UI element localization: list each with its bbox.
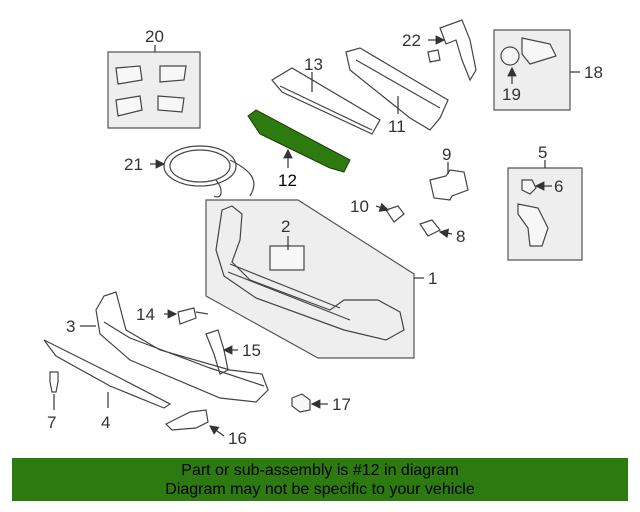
info-banner-line-2: Diagram may not be specific to your vehi… xyxy=(165,481,475,498)
part-9[interactable]: 9 xyxy=(429,145,469,201)
info-banner-line-1: Part or sub-assembly is #12 in diagram xyxy=(181,462,459,479)
part-16[interactable]: 16 xyxy=(164,409,247,448)
callout-13[interactable]: 13 xyxy=(304,55,323,74)
callout-2[interactable]: 2 xyxy=(281,217,290,236)
callout-4[interactable]: 4 xyxy=(101,413,110,432)
callout-8[interactable]: 8 xyxy=(456,227,465,246)
callout-11[interactable]: 11 xyxy=(388,117,406,136)
callout-1[interactable]: 1 xyxy=(428,269,437,288)
part-12-shape[interactable] xyxy=(247,109,351,173)
part-17[interactable]: 17 xyxy=(291,393,351,414)
part-3[interactable]: 3 xyxy=(66,291,269,403)
callout-19[interactable]: 19 xyxy=(502,85,521,104)
part-15[interactable]: 15 xyxy=(205,329,261,375)
callout-3[interactable]: 3 xyxy=(66,317,75,336)
part-20-group: 20 xyxy=(107,27,201,129)
part-21[interactable]: 21 xyxy=(124,145,255,198)
callout-22[interactable]: 22 xyxy=(402,31,421,50)
part-8[interactable]: 8 xyxy=(419,219,465,246)
part-14[interactable]: 14 xyxy=(136,305,209,325)
part-11[interactable]: 11 xyxy=(345,47,449,136)
callout-18[interactable]: 18 xyxy=(584,63,603,82)
callout-15[interactable]: 15 xyxy=(242,341,261,360)
parts-diagram: 20 13 11 12 22 18 19 xyxy=(43,19,603,448)
callout-16[interactable]: 16 xyxy=(228,429,247,448)
part-5-group: 5 6 xyxy=(507,143,583,261)
part-1-group: 1 2 xyxy=(205,199,437,359)
callout-14[interactable]: 14 xyxy=(136,305,155,324)
part-13[interactable]: 13 xyxy=(271,55,381,135)
part-4[interactable]: 4 xyxy=(43,339,172,432)
callout-6[interactable]: 6 xyxy=(554,177,563,196)
callout-7[interactable]: 7 xyxy=(47,413,56,432)
callout-17[interactable]: 17 xyxy=(332,395,351,414)
part-7[interactable]: 7 xyxy=(47,371,59,432)
callout-9[interactable]: 9 xyxy=(442,145,451,164)
part-12-highlighted[interactable]: 12 xyxy=(247,109,351,190)
info-banner: Part or sub-assembly is #12 in diagram D… xyxy=(12,458,628,501)
callout-21[interactable]: 21 xyxy=(124,155,143,174)
callout-12[interactable]: 12 xyxy=(278,171,297,190)
part-18-group: 18 19 xyxy=(493,29,603,111)
part-10[interactable]: 10 xyxy=(350,197,405,223)
part-20-box xyxy=(107,51,201,129)
callout-5[interactable]: 5 xyxy=(538,143,547,162)
callout-20[interactable]: 20 xyxy=(145,27,164,46)
callout-10[interactable]: 10 xyxy=(350,197,369,216)
part-22[interactable]: 22 xyxy=(402,19,477,82)
part-1-box xyxy=(205,199,415,359)
